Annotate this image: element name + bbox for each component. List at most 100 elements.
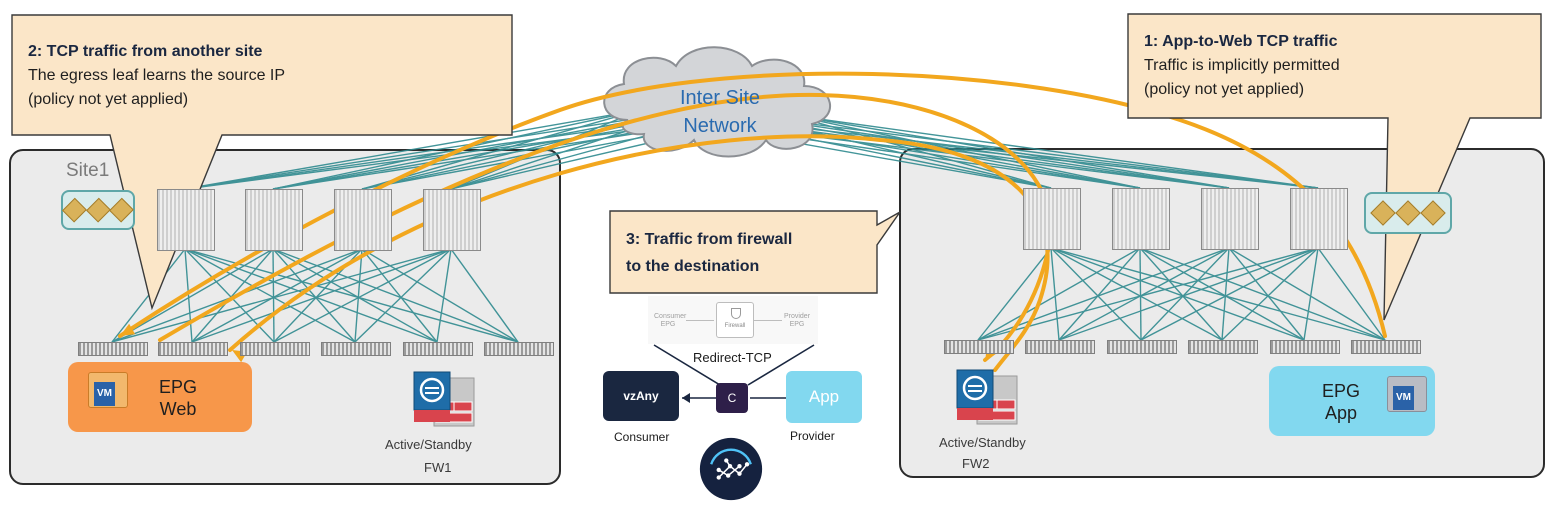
epg-web-line1: EPG (158, 377, 197, 397)
fabric-link (1050, 247, 1223, 341)
orchestrator-icon (699, 437, 763, 501)
fabric-link (450, 248, 519, 343)
network-line1: Inter Site (679, 87, 761, 109)
leaf-switch (1270, 340, 1340, 354)
fabric-link (184, 109, 641, 190)
sg-line-left (686, 320, 714, 321)
leaf-switch (1351, 340, 1421, 354)
spine-switch (1112, 188, 1170, 250)
fabric-link (191, 248, 274, 343)
fabric-link (1050, 247, 1305, 341)
callout-middle-line1: 3: Traffic from firewall (626, 231, 793, 248)
firewall-icon (956, 369, 1018, 425)
fabric-link (1058, 247, 1319, 341)
epg-web-line2: Web (159, 399, 197, 419)
fabric-link (191, 248, 363, 343)
fabric-link (977, 247, 1141, 341)
fabric-link (436, 248, 452, 343)
fabric-link (789, 114, 1141, 189)
fabric-link (184, 109, 691, 190)
fabric-link (1221, 247, 1319, 341)
callout-right-title: 1: App-to-Web TCP traffic (1144, 33, 1338, 50)
spine-switch (1290, 188, 1348, 250)
fabric-link (354, 248, 452, 343)
firewall-icon (413, 371, 475, 427)
spine-switch (157, 189, 215, 251)
leaf-switch (944, 340, 1014, 354)
fw1-status: Active/Standby (385, 437, 472, 452)
leaf-switch (1025, 340, 1095, 354)
vzany-node[interactable]: vzAny (603, 371, 679, 421)
network-line2: Network (683, 115, 757, 137)
arrow-head (120, 323, 136, 336)
callout-middle-shape (609, 210, 901, 294)
fabric-link (977, 247, 1230, 341)
fabric-link (789, 114, 1319, 189)
provider-label: Provider (790, 429, 835, 443)
shield-icon (731, 308, 741, 319)
consumer-label: Consumer (614, 430, 670, 444)
leaf-switch (158, 342, 228, 356)
fabric-link (184, 248, 519, 343)
epg-web[interactable]: VM EPG Web (68, 362, 252, 432)
fabric-link (361, 248, 438, 343)
fabric-link (111, 248, 452, 343)
fabric-link (1139, 247, 1386, 341)
fabric-link (184, 248, 356, 343)
callout-left-line1: The egress leaf learns the source IP (28, 67, 286, 84)
fabric-link (184, 248, 438, 343)
fw2-status: Active/Standby (939, 435, 1026, 450)
fabric-link (1303, 247, 1319, 341)
leaf-switch (1188, 340, 1258, 354)
fabric-link (1228, 247, 1386, 341)
epg-app[interactable]: EPG App VM (1269, 366, 1435, 436)
sg-firewall-node: Firewall (716, 302, 754, 338)
fabric-link (273, 248, 452, 343)
callout-left-line2: (policy not yet applied) (28, 91, 189, 108)
sg-firewall-label: Firewall (724, 323, 746, 329)
fabric-link (1140, 247, 1319, 341)
fabric-link (272, 248, 275, 343)
callout-left-title: 2: TCP traffic from another site (28, 43, 263, 60)
spine-switch (423, 189, 481, 251)
fabric-link (977, 247, 1052, 341)
leaf-switch (403, 342, 473, 356)
callout-right: 1: App-to-Web TCP traffic Traffic is imp… (1144, 30, 1340, 102)
sg-provider: Provider EPG (783, 313, 811, 328)
spine-switch (1023, 188, 1081, 250)
apic-cluster (61, 190, 135, 230)
fabric-link (354, 248, 363, 343)
fabric-link (1058, 247, 1230, 341)
fabric-link (184, 248, 193, 343)
epg-app-line2: App (1324, 403, 1358, 423)
spine-switch (1201, 188, 1259, 250)
leaf-switch (321, 342, 391, 356)
fabric-link (1140, 247, 1230, 341)
fabric-link (977, 247, 1319, 341)
inter-site-network-label: Inter Site Network (660, 84, 780, 140)
leaf-switch (1107, 340, 1177, 354)
app-provider-node[interactable]: App (786, 371, 862, 423)
fabric-link (1139, 247, 1305, 341)
redirect-label: Redirect-TCP (693, 350, 772, 365)
callout-right-line2: (policy not yet applied) (1144, 81, 1305, 98)
epg-app-line1: EPG (1321, 381, 1360, 401)
leaf-switch (240, 342, 310, 356)
leaf-switch (484, 342, 554, 356)
sg-line-right (754, 320, 782, 321)
fabric-link (1050, 247, 1142, 341)
vm-icon: VM (1387, 376, 1427, 412)
service-graph: Consumer EPG Firewall Provider EPG (648, 296, 818, 344)
spine-switch (245, 189, 303, 251)
callout-left: 2: TCP traffic from another site The egr… (28, 40, 285, 112)
traffic-path (118, 71, 1387, 338)
fabric-link (1221, 247, 1230, 341)
contract-node[interactable]: C (716, 383, 748, 413)
spine-switch (334, 189, 392, 251)
sg-consumer: Consumer EPG (654, 313, 687, 328)
fabric-link (191, 248, 452, 343)
callout-right-line1: Traffic is implicitly permitted (1144, 57, 1340, 74)
fabric-link (111, 248, 274, 343)
fabric-link (1228, 247, 1305, 341)
fabric-link (1058, 247, 1141, 341)
